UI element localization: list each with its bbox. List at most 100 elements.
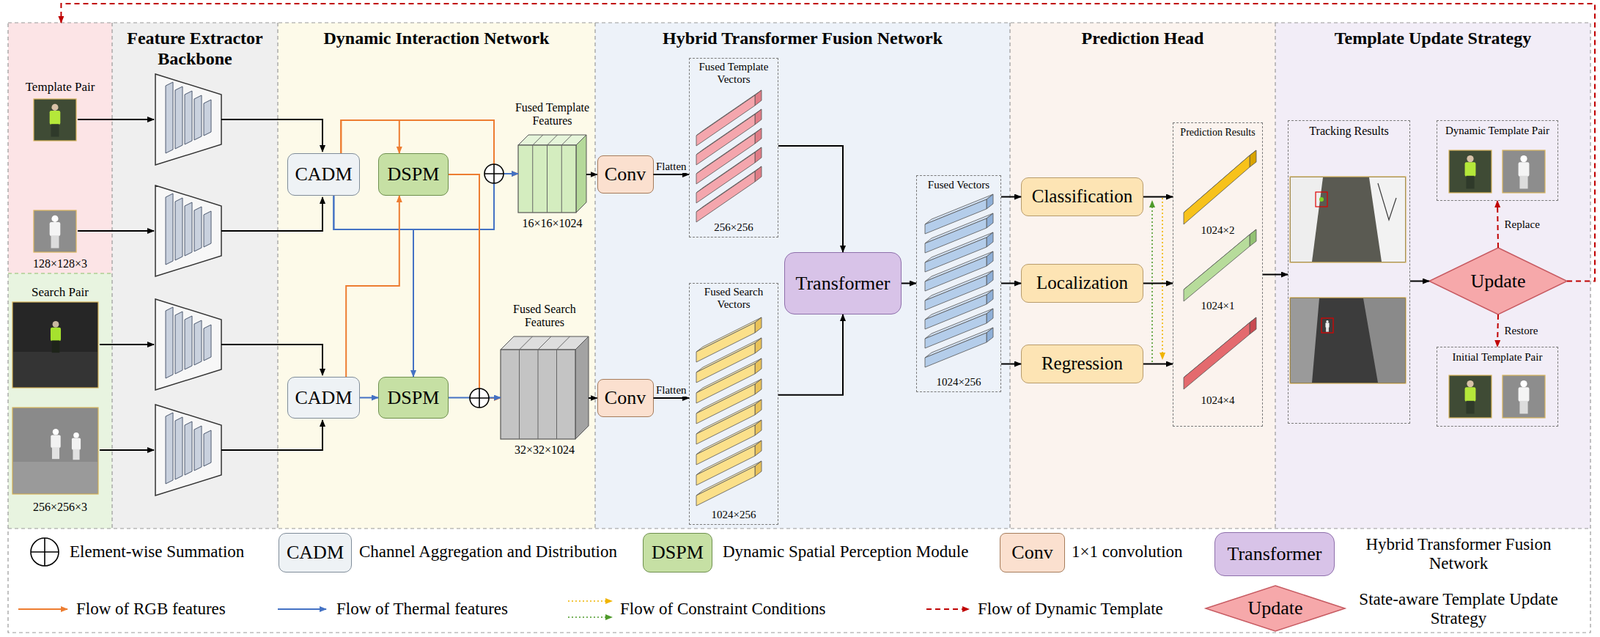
backbone-layer xyxy=(203,324,212,361)
flow-arrow xyxy=(1410,280,1430,283)
flow-arrow xyxy=(1001,282,1021,285)
caption-text: 1024×256 xyxy=(936,375,982,389)
text-holder: Hybrid Transformer Fusion Network xyxy=(1341,535,1576,574)
text-holder: Transformer xyxy=(784,252,901,314)
vector-end xyxy=(754,147,762,163)
vector-end xyxy=(754,337,762,354)
legend-text: 1×1 convolution xyxy=(1071,542,1183,562)
backbone-layer xyxy=(165,193,173,265)
vector-front xyxy=(696,152,755,204)
vector-top xyxy=(696,461,762,496)
legend-text: Flow of Constraint Conditions xyxy=(620,599,827,619)
divider xyxy=(1274,22,1276,529)
label-holder: Flatten xyxy=(654,383,689,397)
legend-line xyxy=(568,600,613,602)
vector-front xyxy=(1183,234,1250,302)
flow-arrow xyxy=(340,120,519,174)
figure-head xyxy=(51,215,58,223)
cube-slice xyxy=(561,134,572,146)
snow-area xyxy=(1369,177,1406,262)
figure-legs xyxy=(1519,175,1528,190)
image-ground xyxy=(13,461,98,494)
section-band: Feature Extractor Backbone xyxy=(112,22,278,529)
vector-end xyxy=(986,232,994,247)
text-holder: Template Update Strategy xyxy=(1275,28,1591,50)
legend-text: Dynamic Spatial Perception Module xyxy=(722,542,969,562)
text-holder: 256×256×3 xyxy=(8,500,113,514)
caption-text: 32×32×1024 xyxy=(514,443,575,457)
wire xyxy=(221,344,323,376)
head-box: Localization xyxy=(1020,263,1144,303)
flow-arrow xyxy=(653,173,690,176)
text-holder: Flow of RGB features xyxy=(76,599,226,619)
legend-text: State-aware Template Update Strategy xyxy=(1341,590,1576,629)
caption-text: 16×16×1024 xyxy=(521,216,582,231)
vector-top xyxy=(1183,317,1257,378)
wire xyxy=(221,419,323,451)
vector-top xyxy=(696,317,762,352)
caption-text: Fused Template Vectors xyxy=(691,60,776,87)
template-flow-arrow xyxy=(1497,200,1499,248)
vector-top xyxy=(696,440,762,475)
vector-front xyxy=(696,171,755,223)
cube-front xyxy=(500,349,576,440)
text-holder: 1024×256 xyxy=(689,507,778,522)
legend-text: Hybrid Transformer Fusion Network xyxy=(1341,535,1576,574)
vector-top xyxy=(696,147,762,193)
wire xyxy=(99,449,154,451)
caption-text: Fused Template Features xyxy=(503,101,602,129)
vector-top xyxy=(924,308,994,339)
vector-top xyxy=(924,213,994,244)
cube-front xyxy=(518,145,577,213)
figure-legs xyxy=(1465,175,1474,190)
text-holder: Fused Template Features xyxy=(503,101,602,129)
legend-swatch: Transformer xyxy=(1214,532,1335,577)
feature-cube: Fused Search Features32×32×1024 xyxy=(500,336,589,440)
legend-sample-label: Transformer xyxy=(1226,543,1322,566)
flow-arrow xyxy=(1001,196,1021,198)
caption-text: Search Pair xyxy=(31,285,89,300)
flow-arrow xyxy=(653,397,690,399)
feature-cube: Fused Template Features16×16×1024 xyxy=(518,134,587,213)
wire xyxy=(221,197,323,231)
label-holder: Replace xyxy=(1503,217,1542,231)
box-label: Regression xyxy=(1041,353,1123,375)
conv-box: Conv xyxy=(597,155,654,194)
text-holder: Search Pair xyxy=(8,285,113,300)
backbone-layer xyxy=(184,421,193,475)
caption-text: 128×128×3 xyxy=(32,257,88,271)
summation-circle xyxy=(469,388,489,408)
cube-slice xyxy=(547,134,558,146)
vector-end xyxy=(986,308,994,324)
vector-top xyxy=(696,128,762,174)
junctions xyxy=(469,164,504,408)
edge-label: Flatten xyxy=(654,160,689,173)
caption-text: Tracking Results xyxy=(1309,124,1389,138)
backbone-layer xyxy=(165,307,173,379)
illustration xyxy=(8,22,1591,633)
summation-symbol xyxy=(484,164,504,184)
vector-front xyxy=(696,466,755,506)
backbone-layer xyxy=(194,95,202,140)
cube-slice xyxy=(532,134,544,146)
target xyxy=(1319,197,1324,202)
figure-body xyxy=(1518,161,1530,176)
template-flow-arrow xyxy=(60,3,1595,282)
backbone-layer xyxy=(165,412,173,484)
text-holder: Classification xyxy=(1021,178,1143,216)
figure-head xyxy=(73,432,80,439)
vector-end xyxy=(986,270,994,286)
vector-front xyxy=(696,404,755,445)
caption-text: Fused Search Features xyxy=(493,302,596,330)
flow-arrow xyxy=(333,195,414,377)
vector-front xyxy=(1183,322,1250,390)
template-pair-group: Initial Template Pair xyxy=(1436,346,1559,427)
caption-text: Fused Search Vectors xyxy=(691,285,776,312)
edge-label: Flatten xyxy=(654,384,689,397)
text-holder: Conv xyxy=(598,379,654,417)
divider xyxy=(594,22,596,529)
text-holder: Dynamic Spatial Perception Module xyxy=(722,542,969,562)
legend-sample-label: DSPM xyxy=(651,541,704,564)
section-band: Prediction HeadClassificationLocalizatio… xyxy=(1009,22,1276,529)
